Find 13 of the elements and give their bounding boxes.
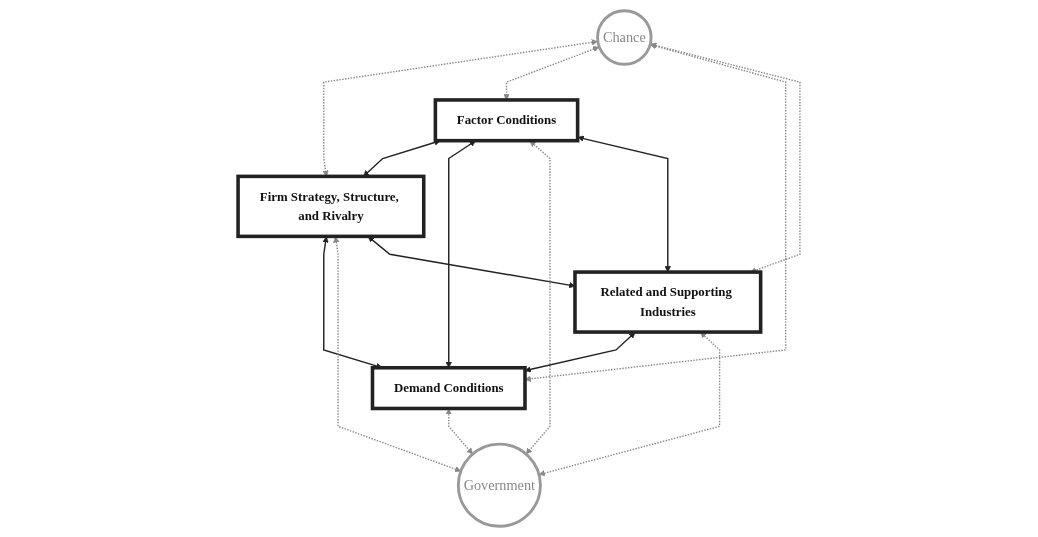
arrow — [363, 139, 441, 177]
arrow — [333, 236, 462, 473]
node-box: Firm Strategy, Structure, and Rivalry — [236, 174, 426, 239]
arrow — [577, 135, 671, 273]
node-circle: Chance — [596, 9, 653, 66]
node-circle: Government — [456, 442, 542, 528]
arrow — [524, 43, 787, 382]
arrow — [322, 39, 598, 177]
node-box: Factor Conditions — [433, 98, 580, 143]
node-box: Related and Supporting Industries — [573, 270, 763, 334]
arrow — [445, 408, 473, 455]
arrow — [525, 140, 551, 455]
node-box: Demand Conditions — [370, 365, 527, 411]
